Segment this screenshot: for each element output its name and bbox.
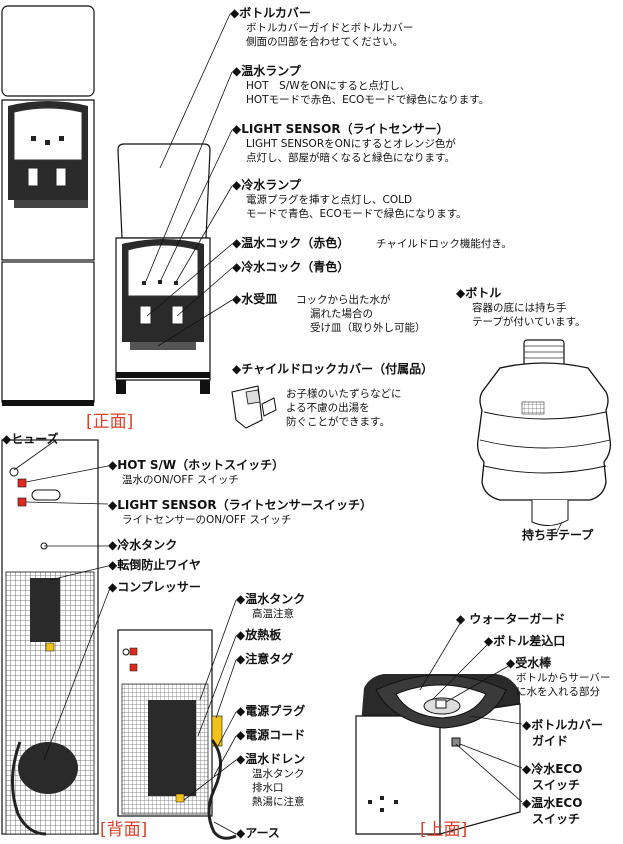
top-leader-lines [419,619,523,803]
hot-eco-title-1: ◆温水ECO [522,796,583,810]
hot-eco-title-2: スイッチ [532,812,581,826]
child-lock-cover-illustration [231,385,277,429]
bottle-cover-desc-1: ボトルカバーガイドとボトルカバー [246,22,414,34]
section-back-label: [背面] [100,820,148,840]
child-lock-title: ◆チャイルドロックカバー（付属品） [232,362,434,376]
bottle-desc-2: テープが付いています。 [472,316,586,328]
cold-lamp-desc-2: モードで青色、ECOモードで緑色になります。 [246,208,467,220]
handle-tape-title: 持ち手テープ [522,528,594,542]
hot-tap-title: ◆温水コック（赤色） [232,236,350,250]
compressor-label: ◆コンプレッサー [108,580,201,594]
child-lock-desc-3: 防ぐことができます。 [286,416,390,428]
water-guard-label: ◆ ウォーターガード [456,612,566,626]
hot-drain-desc-1: 温水タンク [252,768,305,780]
drip-tray-title: ◆水受皿 [232,292,278,306]
top-view-unit [355,674,521,835]
cold-eco-title-1: ◆冷水ECO [522,762,583,776]
cold-lamp-desc-1: 電源プラグを挿すと点灯し、COLD [246,194,413,206]
receiver-desc-1: ボトルからサーバー [516,672,611,684]
cold-tank-label: ◆冷水タンク [108,538,178,552]
drip-tray-desc-3: 受け皿（取り外し可能） [310,322,426,334]
power-cord-label: ◆電源コード [236,728,306,742]
back-unit-tall [1,439,99,836]
child-lock-desc-1: お子様のいたずらなどに [286,388,402,400]
section-top-label: [上面] [420,820,468,840]
receiver-title: ◆受水棒 [506,656,552,670]
section-front-label: [正面] [86,412,134,432]
back-unit-small [117,629,237,840]
cold-lamp-title: ◆冷水ランプ [232,178,301,192]
cover-guide-title-1: ◆ボトルカバー [522,718,603,732]
light-sensor-sw-title: ◆LIGHT SENSOR（ライトセンサースイッチ） [108,498,372,512]
bottle-inlet-label: ◆ボトル差込口 [484,634,566,648]
bottle-desc-1: 容器の底には持ち手 [472,302,567,314]
light-sensor-sw-desc: ライトセンサーのON/OFF スイッチ [122,514,292,526]
anti-tip-label: ◆転倒防止ワイヤ [108,558,201,572]
receiver-desc-2: に水を入れる部分 [516,686,600,698]
hot-sw-title: ◆HOT S/W（ホットスイッチ） [108,458,285,472]
light-sensor-desc-2: 点灯し、部屋が暗くなると緑色になります。 [246,152,455,164]
power-plug-label: ◆電源プラグ [236,704,306,718]
light-sensor-desc-1: LIGHT SENSORをONにするとオレンジ色が [246,138,456,150]
back-leader-lines [13,439,111,761]
bottle-cover-desc-2: 側面の凹部を合わせてください。 [246,36,404,48]
bottle-cover-title: ◆ボトルカバー [230,6,311,20]
caution-tag-label: ◆注意タグ [236,652,294,666]
hot-sw-desc: 温水のON/OFF スイッチ [122,474,239,486]
bottle-illustration [476,339,612,535]
fuse-label: ◆ヒューズ [2,432,59,446]
cold-tap-title: ◆冷水コック（青色） [232,260,350,274]
bottle-title: ◆ボトル [456,286,502,300]
hot-tap-note: チャイルドロック機能付き。 [376,238,512,250]
cover-guide-title-2: ガイド [532,734,569,748]
hot-tank-desc: 高温注意 [252,608,294,620]
radiator-label: ◆放熱板 [236,628,282,642]
hot-drain-desc-3: 熱湯に注意 [252,796,305,808]
earth-label: ◆アース [236,826,280,840]
hot-lamp-title: ◆温水ランプ [232,64,301,78]
back-small-leader-lines [183,599,237,835]
hot-lamp-desc-2: HOTモードで赤色、ECOモードで緑色になります。 [246,94,490,106]
light-sensor-title: ◆LIGHT SENSOR（ライトセンサー） [232,122,449,136]
front-leader-lines [145,13,233,347]
hot-lamp-desc-1: HOT S/WをONにすると点灯し、 [246,80,411,92]
drip-tray-desc-1: コックから出た水が [296,294,391,306]
cold-eco-title-2: スイッチ [532,778,581,792]
drip-tray-desc-2: 漏れた場合の [310,308,373,320]
child-lock-desc-2: よる不慮の出湯を [286,402,370,414]
front-unit-right [115,143,211,394]
front-unit-left [1,5,95,406]
hot-drain-title: ◆温水ドレン [236,752,306,766]
hot-tank-title: ◆温水タンク [236,592,306,606]
hot-drain-desc-2: 排水口 [252,782,284,794]
